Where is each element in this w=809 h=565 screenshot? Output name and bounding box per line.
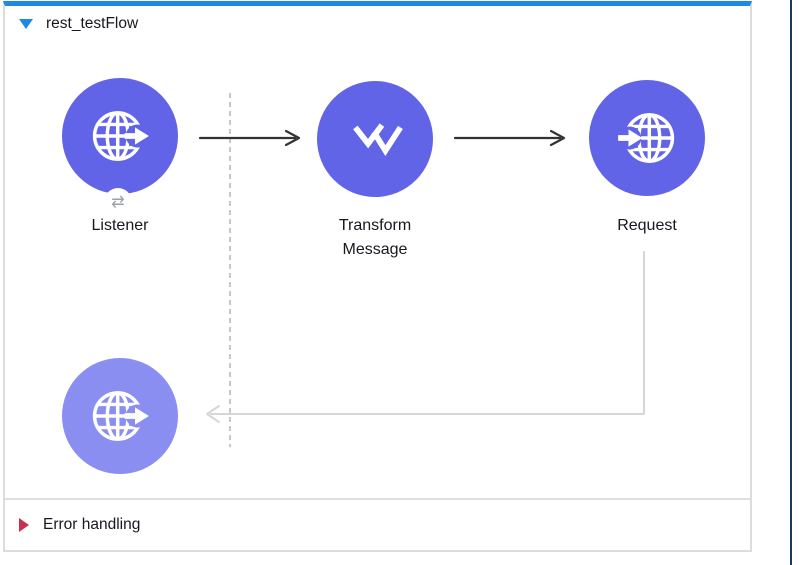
node-http-listener[interactable] xyxy=(62,78,178,194)
swap-arrows-icon: ⇄ xyxy=(111,194,125,211)
node-transform-message[interactable] xyxy=(317,81,433,197)
node-http-response[interactable] xyxy=(62,358,178,474)
flow-header[interactable]: rest_testFlow xyxy=(5,6,750,42)
panel-divider-line xyxy=(790,0,792,565)
flow-title: rest_testFlow xyxy=(46,15,139,32)
node-label-transform: Transform Message xyxy=(338,217,412,258)
node-label-request: Request xyxy=(617,217,677,234)
arrow-listener-to-transform xyxy=(198,129,301,147)
error-handling-title: Error handling xyxy=(43,516,141,533)
arrow-transform-to-request xyxy=(453,129,566,147)
globe-arrow-out-icon xyxy=(92,111,149,161)
node-http-request[interactable] xyxy=(589,80,705,196)
expand-triangle-icon[interactable] xyxy=(19,518,29,532)
arrow-request-to-response xyxy=(206,251,645,423)
globe-arrow-in-icon xyxy=(618,113,675,163)
message-exchange-badge: ⇄ xyxy=(104,188,132,216)
flow-canvas[interactable]: rest_testFlow ⇄ Listener xyxy=(3,1,752,552)
error-handling-section[interactable]: Error handling xyxy=(5,498,750,550)
globe-arrow-out-icon xyxy=(92,391,149,441)
dataweave-icon xyxy=(353,123,403,156)
collapse-triangle-icon[interactable] xyxy=(19,19,33,29)
node-label-listener: Listener xyxy=(91,217,149,234)
